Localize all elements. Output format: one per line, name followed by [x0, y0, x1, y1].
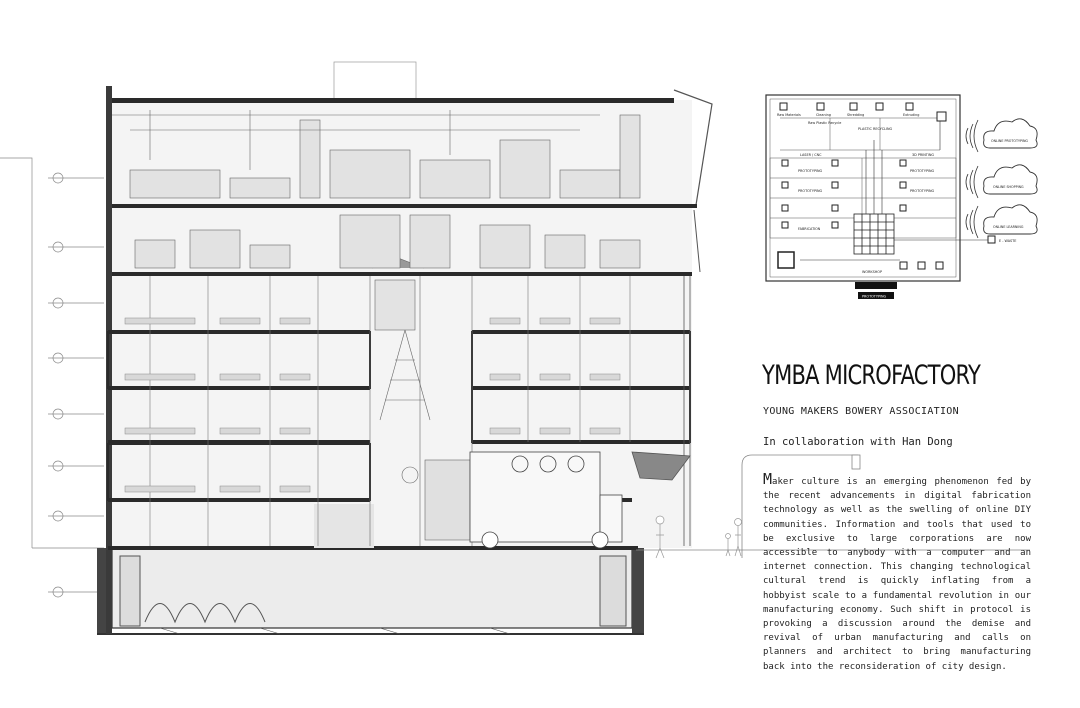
level-marker [48, 172, 104, 598]
flow-label: Raw Plastic Recycle [808, 121, 841, 125]
flow-label: FABRICATION [798, 227, 821, 231]
flow-label: E - WASTE [999, 239, 1016, 243]
basement-footing [159, 627, 511, 635]
drop-cap: M [763, 470, 773, 488]
cloud-label: ONLINE LEARNING [993, 225, 1024, 229]
hub-grid [853, 213, 895, 255]
flow-label: Cleaning [816, 113, 831, 117]
flow-label: Extruding [903, 113, 919, 117]
workbenches [124, 317, 621, 493]
building-section [97, 61, 1030, 635]
project-subtitle: YOUNG MAKERS BOWERY ASSOCIATION [763, 406, 959, 417]
project-description: Maker culture is an emerging phenomenon … [763, 472, 1031, 674]
collaboration-note: In collaboration with Han Dong [763, 436, 953, 448]
flow-label: LASER / CNC [800, 153, 822, 157]
street-lamp [741, 454, 861, 558]
flow-label: Shredding [847, 113, 864, 117]
flow-label: PROTOTYPING [798, 169, 823, 173]
description-text: aker culture is an emerging phenomenon f… [763, 477, 1031, 672]
truck-and-sign [469, 451, 623, 549]
cloud-label: ONLINE SHOPPING [993, 185, 1024, 189]
pedestrian-figures [655, 515, 742, 559]
flow-diagram: Raw Materials Cleaning Shredding Extrudi… [765, 94, 1038, 299]
wireless-signal-icon [965, 119, 979, 239]
room-dividers [149, 276, 631, 546]
cloud-label: ONLINE PROTOTYPING [991, 139, 1028, 143]
right-facade [631, 276, 691, 546]
flow-label: PLASTIC RECYCLING [858, 127, 892, 131]
flow-label: PROTOTYPING [910, 169, 935, 173]
flow-label: PROTOTYPING [798, 189, 823, 193]
cloud-icon [983, 118, 1038, 235]
project-title: YMBA MICROFACTORY [762, 360, 981, 391]
label-box [855, 282, 897, 289]
level-markers [0, 157, 104, 598]
flow-label: WORKSHOP [862, 270, 882, 274]
flow-label: 3D PRINTING [912, 153, 934, 157]
label-box [858, 292, 894, 299]
label-box-text: PROTOTYPING [862, 295, 887, 299]
basement-arches [119, 555, 627, 627]
flow-label: PROTOTYPING [910, 189, 935, 193]
machinery [112, 110, 641, 269]
flow-label: Raw Materials [777, 113, 801, 117]
